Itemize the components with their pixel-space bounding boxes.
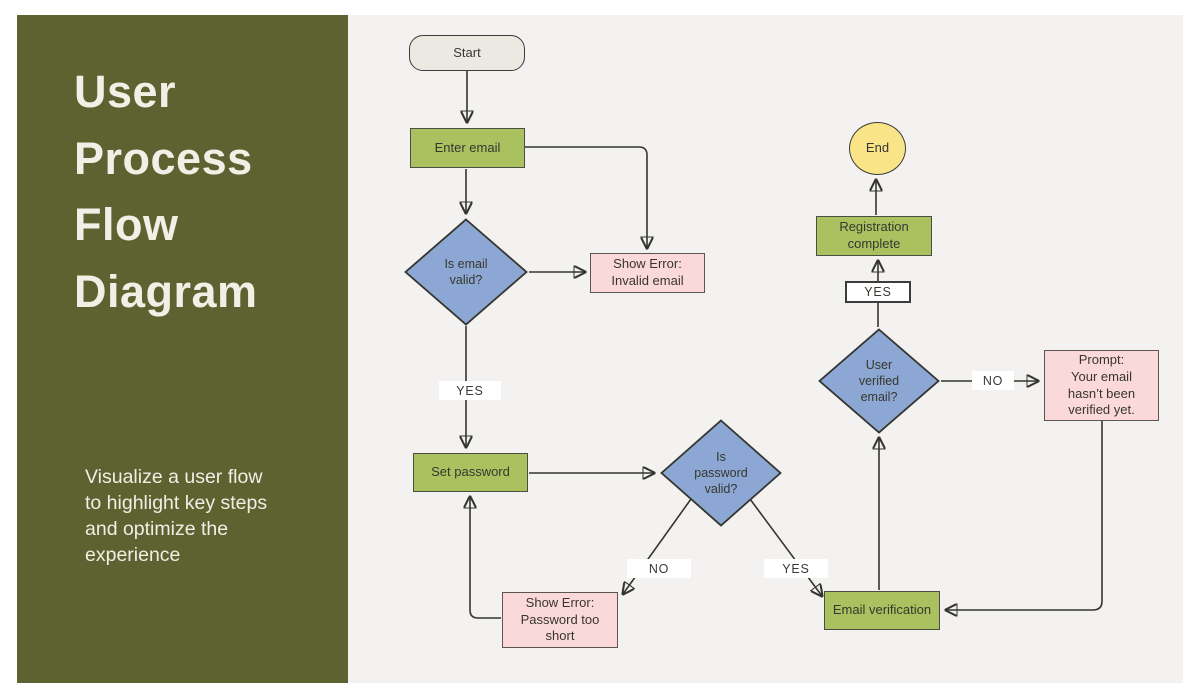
node-registration-complete[interactable]: Registration complete [816, 216, 932, 256]
sidebar-panel: User Process Flow Diagram Visualize a us… [17, 15, 348, 683]
diamond-shape-icon [818, 328, 940, 434]
node-prompt-not-verified-label: Prompt: Your email hasn’t been verified … [1067, 352, 1136, 418]
edge-label-password-valid-no[interactable]: NO [627, 559, 691, 578]
diamond-shape-icon [660, 419, 782, 527]
node-prompt-not-verified[interactable]: Prompt: Your email hasn’t been verified … [1044, 350, 1159, 421]
node-error-password-short-label: Show Error: Password too short [520, 595, 600, 644]
page-title: User Process Flow Diagram [74, 66, 258, 317]
diamond-shape-icon [404, 218, 528, 326]
edge-label-password-valid-yes[interactable]: YES [764, 559, 828, 578]
node-enter-email-label: Enter email [434, 139, 501, 155]
node-start[interactable]: Start [409, 35, 525, 71]
edge-label-user-verified-yes[interactable]: YES [845, 281, 911, 303]
node-email-verification-label: Email verification [832, 602, 932, 618]
page-subtitle: Visualize a user flow to highlight key s… [85, 466, 268, 566]
node-end-label: End [865, 140, 890, 156]
node-error-invalid-email[interactable]: Show Error: Invalid email [590, 253, 705, 293]
edge-label-user-verified-no[interactable]: NO [972, 371, 1014, 390]
node-user-verified-label: User verified email? [858, 358, 900, 404]
edge-label-email-valid-yes[interactable]: YES [439, 381, 501, 400]
node-registration-complete-label: Registration complete [839, 219, 909, 251]
node-end[interactable]: End [849, 122, 906, 175]
node-decision-password-valid[interactable]: Is password valid? [660, 419, 782, 527]
node-password-valid-label: Is password valid? [694, 450, 748, 496]
flowchart-canvas [348, 15, 1183, 683]
node-email-verification[interactable]: Email verification [824, 591, 940, 630]
node-email-valid-label: Is email valid? [444, 257, 488, 287]
node-set-password[interactable]: Set password [413, 453, 528, 492]
node-set-password-label: Set password [431, 464, 510, 480]
node-decision-user-verified[interactable]: User verified email? [818, 328, 940, 434]
node-start-label: Start [453, 44, 481, 60]
node-error-invalid-email-label: Show Error: Invalid email [611, 256, 684, 288]
node-enter-email[interactable]: Enter email [410, 128, 525, 168]
node-decision-email-valid[interactable]: Is email valid? [404, 218, 528, 326]
node-error-password-short[interactable]: Show Error: Password too short [502, 592, 618, 648]
